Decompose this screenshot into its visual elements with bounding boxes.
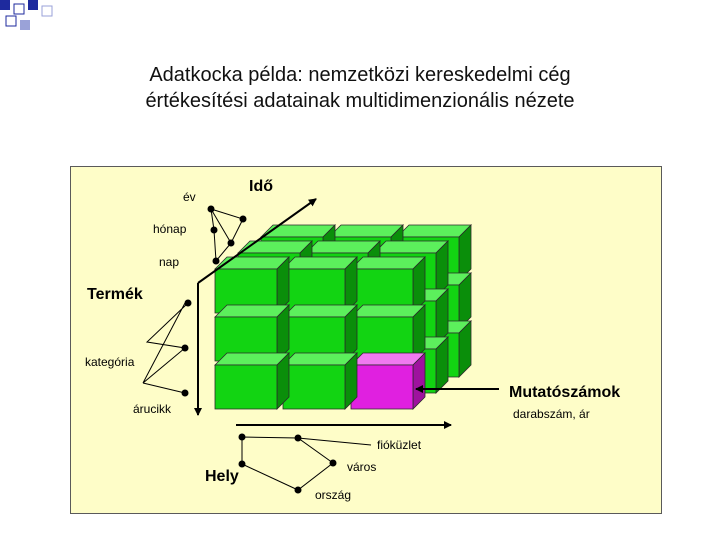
measures-detail: darabszám, ár — [513, 407, 590, 421]
product-dimension-label: Termék — [87, 286, 143, 303]
time-dimension-label: Idő — [249, 178, 273, 195]
measures-label: Mutatószámok — [509, 384, 620, 401]
place-level-city: város — [347, 460, 376, 474]
slide-title-line-1: Adatkocka példa: nemzetközi kereskedelmi… — [149, 64, 571, 86]
cube-cell — [282, 256, 358, 314]
highlighted-measure-cell — [350, 352, 426, 410]
place-dimension-label: Hely — [205, 468, 239, 485]
slide-title: Adatkocka példa: nemzetközi kereskedelmi… — [40, 62, 680, 114]
data-cube-diagram: Idő év hónap nap Termék kategória árucik… — [70, 166, 662, 514]
product-level-item: árucikk — [133, 402, 172, 416]
cube-cell — [214, 304, 290, 362]
product-level-category: kategória — [85, 355, 135, 369]
product-hierarchy — [142, 299, 192, 397]
place-level-branch: fióküzlet — [377, 438, 422, 452]
time-level-month: hónap — [153, 222, 187, 236]
cube-cell — [214, 352, 290, 410]
time-level-year: év — [183, 190, 196, 204]
place-level-country: ország — [315, 488, 351, 502]
time-axis-arrow — [197, 198, 317, 284]
cube-cell — [282, 304, 358, 362]
place-hierarchy — [238, 433, 372, 494]
cube-grid — [214, 224, 472, 410]
diagram-canvas: Idő év hónap nap Termék kategória árucik… — [85, 178, 620, 502]
cube-cell — [350, 256, 426, 314]
corner-decoration — [0, 0, 53, 30]
cube-cell — [282, 352, 358, 410]
time-hierarchy — [207, 205, 247, 265]
time-level-day: nap — [159, 255, 179, 269]
cube-cell — [214, 256, 290, 314]
slide-title-line-2: értékesítési adatainak multidimenzionáli… — [145, 90, 575, 112]
cube-cell — [350, 304, 426, 362]
